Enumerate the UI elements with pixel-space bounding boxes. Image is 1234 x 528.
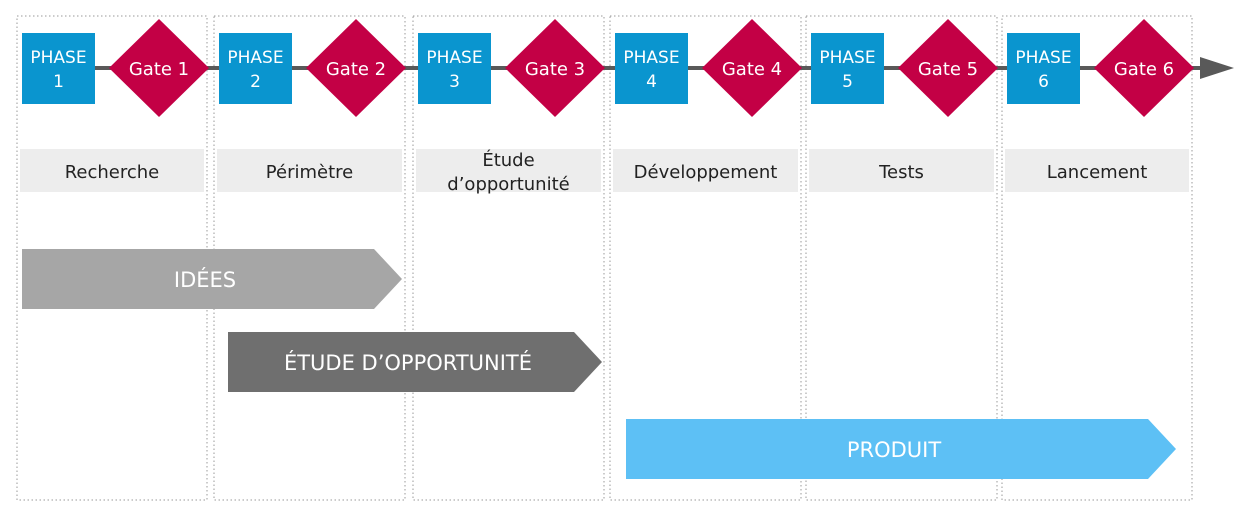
phase-label: PHASE <box>30 48 86 68</box>
phase-number: 6 <box>1038 72 1049 92</box>
stage-label: Tests <box>878 162 924 183</box>
stage-label: Périmètre <box>266 162 353 183</box>
phase-box <box>811 33 884 104</box>
stage-label-background <box>416 149 601 192</box>
gate-diamond <box>109 19 209 117</box>
gate-diamond <box>505 19 605 117</box>
band-label: ÉTUDE D’OPPORTUNITÉ <box>284 350 532 375</box>
gate-diamond <box>1094 19 1194 117</box>
stage-label-background <box>1005 149 1189 192</box>
gate-label: Gate 5 <box>918 59 978 80</box>
stage-label-background <box>809 149 994 192</box>
gate-label: Gate 2 <box>326 59 386 80</box>
stage-label-background <box>20 149 204 192</box>
stage-label-background <box>613 149 798 192</box>
phase-label: PHASE <box>227 48 283 68</box>
phase-box <box>219 33 292 104</box>
phase-box <box>1007 33 1080 104</box>
gate-label: Gate 1 <box>129 59 189 80</box>
stage-column <box>1001 15 1193 501</box>
gate-label: Gate 4 <box>722 59 782 80</box>
phase-number: 5 <box>842 72 853 92</box>
stage-column <box>609 15 802 501</box>
gate-diamond <box>306 19 406 117</box>
phase-label: PHASE <box>819 48 875 68</box>
phase-number: 3 <box>449 72 460 92</box>
stage-label: Lancement <box>1047 162 1148 183</box>
band-arrow <box>228 332 602 392</box>
stage-label: Développement <box>634 162 778 183</box>
phase-label: PHASE <box>623 48 679 68</box>
timeline-arrowhead <box>1200 57 1234 79</box>
phase-box <box>418 33 491 104</box>
band-layer: IDÉES ÉTUDE D’OPPORTUNITÉ PRODUIT <box>22 249 1176 479</box>
timeline-layer <box>22 57 1234 79</box>
marker-layer: PHASE 1 Gate 1 PHASE 2 Gate 2 PHASE 3 Gate 3 PHAS… <box>22 19 1194 117</box>
phase-number: 1 <box>53 72 64 92</box>
stage-label-layer: Recherche Périmètre Étude d’opportunité Déve… <box>20 149 1189 195</box>
phase-number: 4 <box>646 72 657 92</box>
gate-label: Gate 3 <box>525 59 585 80</box>
phase-box <box>22 33 95 104</box>
band-arrow <box>626 419 1176 479</box>
phase-number: 2 <box>250 72 261 92</box>
band-label: IDÉES <box>174 267 236 292</box>
gate-label: Gate 6 <box>1114 59 1174 80</box>
phase-label: PHASE <box>426 48 482 68</box>
gate-diamond <box>702 19 802 117</box>
gate-diamond <box>898 19 998 117</box>
band-arrow <box>22 249 402 309</box>
stage-column <box>805 15 998 501</box>
phase-label: PHASE <box>1015 48 1071 68</box>
stage-label: Recherche <box>65 162 160 183</box>
stage-label-background <box>217 149 402 192</box>
phase-box <box>615 33 688 104</box>
stage-column <box>412 15 605 501</box>
stage-label: d’opportunité <box>447 174 569 195</box>
stage-label: Étude <box>482 149 534 171</box>
band-label: PRODUIT <box>847 438 942 462</box>
